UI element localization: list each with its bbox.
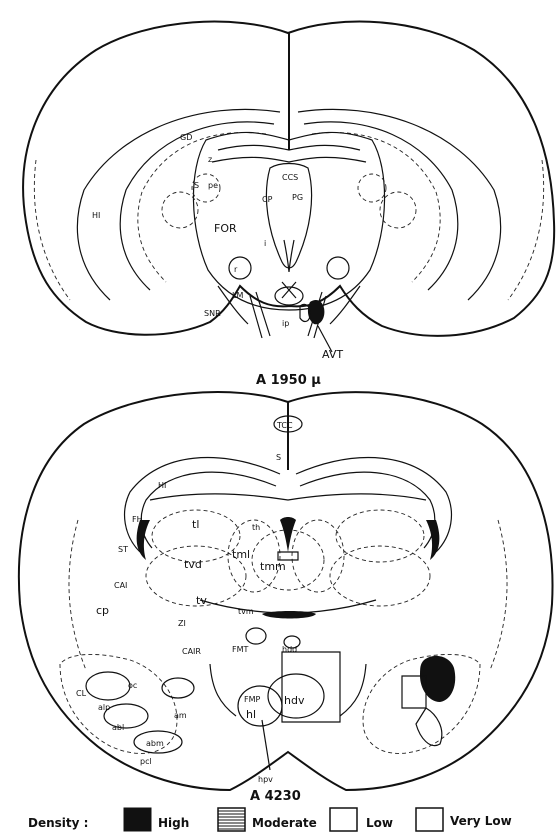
- label-ccs: CCS: [282, 173, 298, 182]
- legend-swatch-low: [330, 808, 357, 831]
- upper-section: GD HI z S pe CCS CP PG FOR i r LM SNR ip…: [23, 22, 554, 388]
- label-hpv: hpv: [258, 775, 273, 784]
- label-avt: AVT: [322, 348, 343, 361]
- label-tvm: tvm: [238, 607, 254, 616]
- label-tv: tv: [196, 594, 207, 607]
- lower-brain-outline: [19, 392, 553, 790]
- density-legend: Density : High Moderate Low Very Low: [28, 808, 512, 831]
- label-pcl: pcl: [140, 757, 152, 766]
- label-hl: hl: [246, 708, 256, 721]
- lower-hippocampus: [69, 458, 507, 670]
- label-oc: oc: [128, 681, 137, 690]
- label-hdd: hdd: [282, 645, 297, 654]
- lower-labels: TCC S HI FH ST tl th tvd tml tmm CAI tv …: [76, 421, 305, 784]
- label-tcc: TCC: [276, 421, 293, 430]
- label-hi-lower: HI: [158, 481, 166, 490]
- legend-swatch-high: [124, 808, 151, 831]
- legend-title: Density :: [28, 816, 88, 830]
- label-snr: SNR: [204, 309, 221, 318]
- label-th: th: [252, 523, 260, 532]
- upper-section-title: A 1950 μ: [256, 373, 321, 388]
- label-cp-upper: CP: [262, 195, 273, 204]
- label-z: z: [208, 155, 212, 164]
- label-r: r: [234, 265, 238, 274]
- label-fh: FH: [132, 515, 143, 524]
- label-abm: abm: [146, 739, 164, 748]
- label-cl: CL: [76, 689, 87, 698]
- label-fmt: FMT: [232, 645, 249, 654]
- label-fmp: FMP: [244, 695, 261, 704]
- label-st: ST: [118, 545, 128, 554]
- label-cp-lower: cp: [96, 604, 109, 617]
- label-am: am: [174, 711, 187, 720]
- label-cair: CAIR: [182, 647, 201, 656]
- label-tml: tml: [232, 548, 250, 561]
- label-abl: abl: [112, 723, 124, 732]
- label-s-lower: S: [276, 453, 281, 462]
- label-tvd: tvd: [184, 558, 202, 571]
- label-for: FOR: [214, 222, 237, 235]
- label-alp: alp: [98, 703, 110, 712]
- label-hdv: hdv: [284, 694, 305, 707]
- legend-label-low: Low: [366, 816, 393, 830]
- label-gd: GD: [180, 133, 192, 142]
- label-hi: HI: [92, 211, 100, 220]
- legend-label-high: High: [158, 816, 189, 830]
- label-s: S: [194, 181, 199, 190]
- label-tl: tl: [192, 518, 199, 531]
- label-tmm: tmm: [260, 560, 286, 573]
- label-pe: pe: [208, 181, 218, 190]
- legend-label-very-low: Very Low: [450, 814, 512, 828]
- legend-swatch-moderate: [218, 808, 245, 831]
- amygdala-high-density-area: [420, 656, 455, 702]
- lower-section: TCC S HI FH ST tl th tvd tml tmm CAI tv …: [19, 392, 553, 804]
- label-cai: CAI: [114, 581, 127, 590]
- label-lm: LM: [232, 291, 243, 300]
- label-zi: ZI: [178, 619, 186, 628]
- legend-swatch-very-low: [416, 808, 443, 831]
- lower-section-title: A 4230: [250, 789, 301, 804]
- label-ip: ip: [282, 319, 289, 328]
- label-pg: PG: [292, 193, 303, 202]
- legend-label-moderate: Moderate: [252, 816, 317, 830]
- label-i: i: [264, 239, 266, 248]
